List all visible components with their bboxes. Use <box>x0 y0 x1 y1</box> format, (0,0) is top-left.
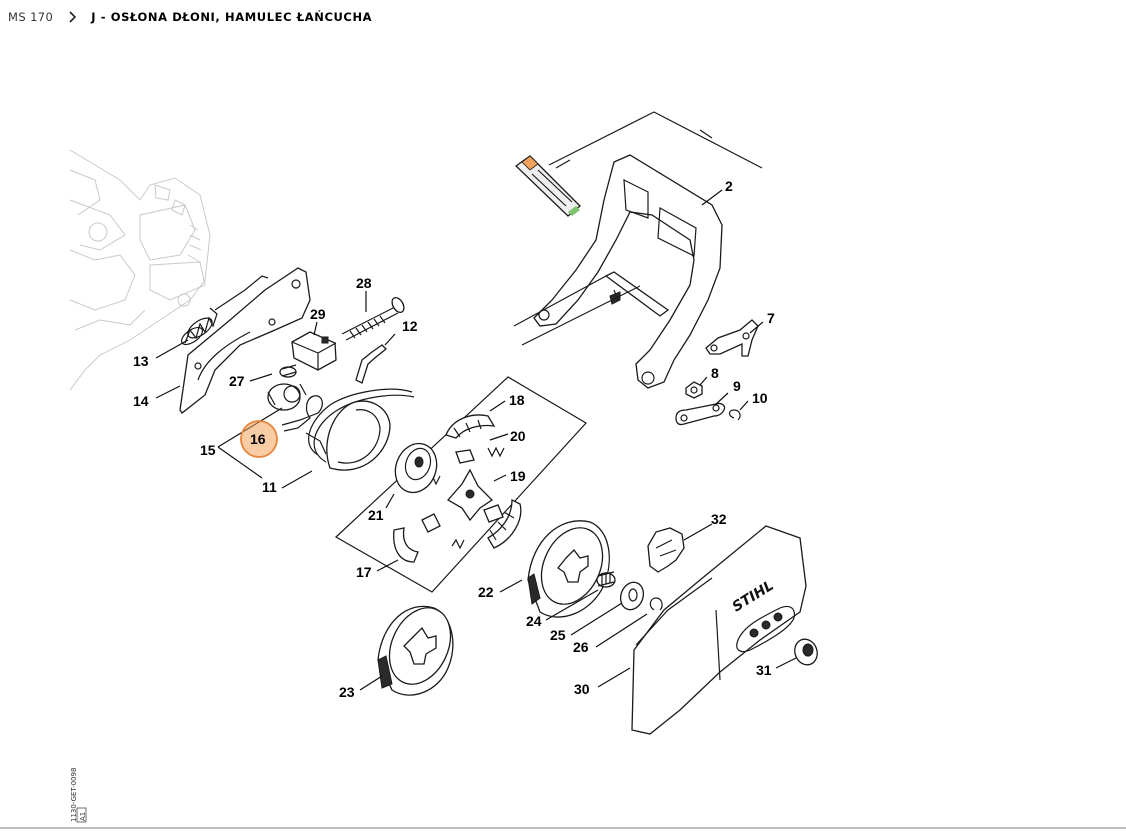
label-13[interactable]: 13 <box>133 353 149 369</box>
drawing-code-suffix: A1 <box>79 812 87 821</box>
part-10-clip[interactable] <box>728 409 741 421</box>
part-31-nut[interactable] <box>791 636 821 668</box>
label-30[interactable]: 30 <box>574 681 590 697</box>
part-16-spring-clip[interactable] <box>281 395 323 432</box>
label-16[interactable]: 16 <box>250 431 266 447</box>
label-20[interactable]: 20 <box>510 428 526 444</box>
part-26-e-clip[interactable] <box>649 597 663 611</box>
label-26[interactable]: 26 <box>573 639 589 655</box>
part-22-clutch-drum[interactable] <box>527 518 614 618</box>
part-2-frame-lines <box>513 111 763 346</box>
label-2[interactable]: 2 <box>725 178 733 194</box>
part-27-pin[interactable] <box>249 364 297 382</box>
label-10[interactable]: 10 <box>752 390 768 406</box>
label-29[interactable]: 29 <box>310 306 326 322</box>
breadcrumb-model-link[interactable]: MS 170 <box>8 10 54 24</box>
part-24-needle-bearing[interactable] <box>596 571 616 588</box>
drawing-code: 1130-GET-0098 <box>70 768 78 822</box>
label-21[interactable]: 21 <box>368 507 384 523</box>
guard-plate[interactable] <box>604 271 670 317</box>
drawing-reference: 1130-GET-0098 A1 <box>70 768 87 823</box>
label-11[interactable]: 11 <box>262 479 277 495</box>
label-18[interactable]: 18 <box>509 392 525 408</box>
part-12-lever[interactable] <box>355 333 396 384</box>
part-labels: 2 7 8 9 10 11 12 13 14 15 16 17 18 19 20… <box>133 178 775 700</box>
part-11-brake-band[interactable] <box>305 388 415 471</box>
highlight-marker[interactable] <box>240 420 278 458</box>
bottom-divider <box>0 827 1126 829</box>
breadcrumb: MS 170 J - OSŁONA DŁONI, HAMULEC ŁAŃCUCH… <box>8 8 372 26</box>
part-9-link[interactable] <box>675 402 726 426</box>
label-12[interactable]: 12 <box>402 318 418 334</box>
part-21-clutch-disc[interactable] <box>389 438 444 499</box>
label-28[interactable]: 28 <box>356 275 372 291</box>
part-13-spring[interactable] <box>179 275 269 348</box>
chevron-right-icon <box>69 11 77 23</box>
label-22[interactable]: 22 <box>478 584 494 600</box>
part-15-ring[interactable] <box>267 383 307 411</box>
label-19[interactable]: 19 <box>510 468 526 484</box>
label-23[interactable]: 23 <box>339 684 355 700</box>
part-2-hand-guard[interactable] <box>533 154 723 389</box>
part-29-clamp-block[interactable] <box>291 321 337 371</box>
part-19-clutch-carrier[interactable] <box>421 449 504 533</box>
engine-housing-ghost <box>69 149 211 391</box>
part-23-clutch-drum-spur[interactable] <box>377 598 463 696</box>
label-24[interactable]: 24 <box>526 613 542 629</box>
label-14[interactable]: 14 <box>133 393 149 409</box>
part-17-clutch-shoes[interactable] <box>393 498 522 563</box>
part-32-chain-catcher[interactable] <box>647 527 685 573</box>
warning-label-sticker[interactable] <box>514 155 581 217</box>
label-25[interactable]: 25 <box>550 627 566 643</box>
part-8-hex-nut[interactable] <box>685 381 703 399</box>
page-title: J - OSŁONA DŁONI, HAMULEC ŁAŃCUCHA <box>91 10 373 24</box>
part-14-cover-plate[interactable] <box>179 267 311 414</box>
part-30-sprocket-cover[interactable]: STIHL <box>631 525 807 735</box>
label-7[interactable]: 7 <box>767 310 775 326</box>
label-31[interactable]: 31 <box>756 662 772 678</box>
label-27[interactable]: 27 <box>229 373 245 389</box>
part-18-clutch-shoe[interactable] <box>445 414 496 439</box>
part-7-bracket[interactable] <box>705 319 759 357</box>
label-8[interactable]: 8 <box>711 365 719 381</box>
label-17[interactable]: 17 <box>356 564 372 580</box>
label-15[interactable]: 15 <box>200 442 216 458</box>
label-9[interactable]: 9 <box>733 378 741 394</box>
label-32[interactable]: 32 <box>711 511 727 527</box>
part-25-washer[interactable] <box>617 579 647 613</box>
part-28-long-screw[interactable] <box>341 291 406 341</box>
